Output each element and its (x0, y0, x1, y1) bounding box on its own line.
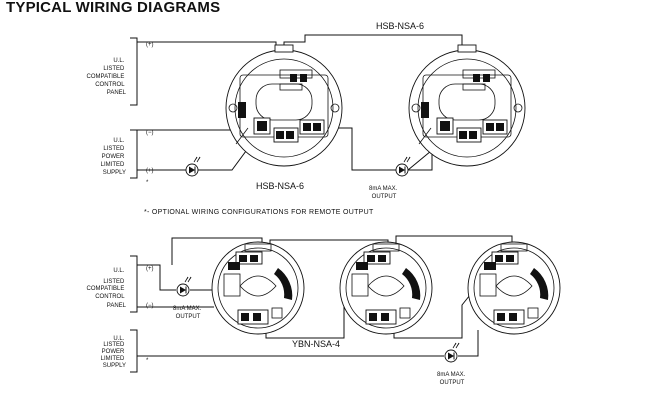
wire-minus-loop-1 (265, 305, 345, 339)
panel-label: U.L. LISTED COMPATIBLE CONTROL PANEL (87, 268, 127, 309)
terminal-plus-label: (+) (146, 42, 154, 48)
detector-base-1 (211, 241, 305, 335)
optional-star: * (146, 180, 149, 186)
led-icon (444, 342, 460, 363)
detector-base-3 (467, 241, 561, 335)
wire-minus-loop-2 (393, 284, 479, 339)
terminal-plus-label: (+) (146, 266, 154, 272)
output-label-left: 8mA MAX. OUTPUT (173, 306, 203, 320)
supply-label: U.L. LISTED POWER LIMITED SUPPLY (101, 138, 126, 176)
optional-star: * (146, 358, 149, 364)
panel-bracket (130, 37, 138, 106)
supply-label: U.L. LISTED POWER LIMITED SUPPLY (101, 336, 126, 369)
output-label-right: 8mA MAX. OUTPUT (437, 372, 467, 386)
wire-remote-to-base (458, 330, 479, 357)
panel-bracket (130, 255, 138, 313)
output-label: 8mA MAX. OUTPUT (369, 186, 399, 200)
top-wiring-diagram: U.L. LISTED COMPATIBLE CONTROL PANEL U.L… (87, 21, 526, 200)
led-icon (185, 156, 201, 177)
wire-plus-led (137, 264, 176, 291)
terminal-minus-label: (−) (146, 303, 154, 309)
led-icon (395, 156, 411, 177)
base-model-label-bottom: HSB-NSA-6 (256, 181, 304, 191)
wire-plus-through (283, 34, 463, 50)
base-model-label: YBN-NSA-4 (292, 339, 340, 349)
led-icon (176, 276, 192, 297)
terminal-plus-output-label: (+) (146, 168, 154, 174)
optional-wiring-note: *- OPTIONAL WIRING CONFIGURATIONS FOR RE… (144, 209, 374, 216)
supply-bracket (130, 329, 138, 373)
panel-label: U.L. LISTED COMPATIBLE CONTROL PANEL (87, 58, 127, 96)
bottom-wiring-diagram: U.L. LISTED COMPATIBLE CONTROL PANEL U.L… (87, 235, 561, 386)
page-title: TYPICAL WIRING DIAGRAMS (6, 0, 221, 16)
detector-base-2 (339, 241, 433, 335)
detector-base-1 (225, 44, 343, 167)
terminal-minus-label: (−) (146, 130, 154, 136)
supply-bracket (130, 129, 138, 179)
base-model-label-top: HSB-NSA-6 (376, 21, 424, 31)
detector-base-2 (408, 44, 526, 167)
wire-plus-in (137, 41, 277, 50)
